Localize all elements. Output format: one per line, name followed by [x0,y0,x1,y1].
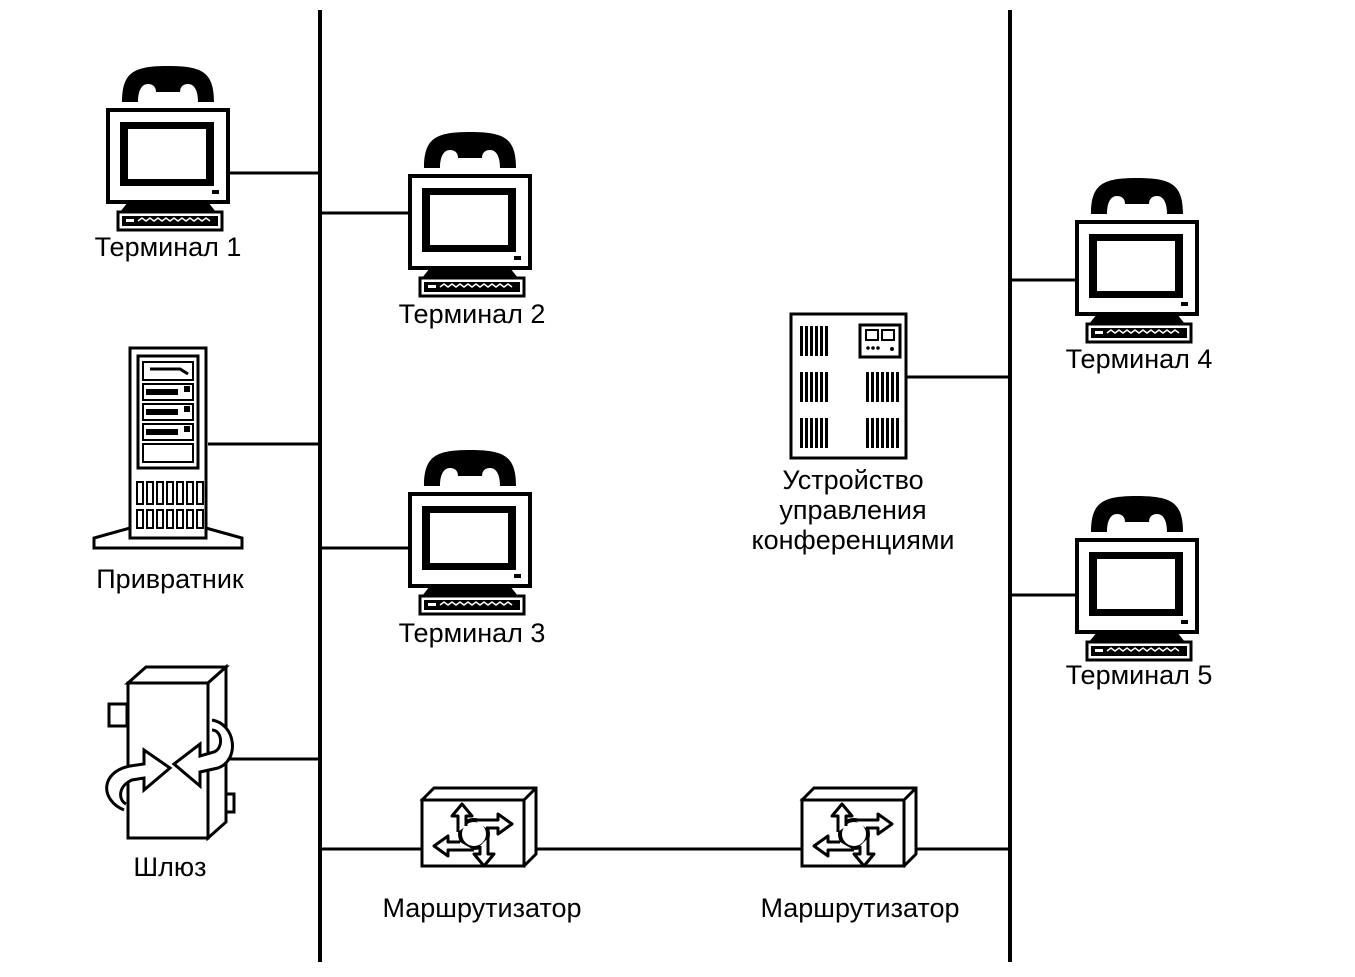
router-2-icon[interactable] [800,786,918,868]
router-2-label: Маршрутизатор [760,893,960,923]
router-1-icon[interactable] [420,786,538,868]
conference-unit-icon[interactable] [789,312,908,460]
terminal-3-label: Терминал 3 [398,618,546,648]
terminal-4-icon[interactable] [1075,176,1199,344]
terminal-1-icon[interactable] [106,64,230,232]
terminal-2-icon[interactable] [408,130,532,298]
gatekeeper-server-icon[interactable] [92,346,244,550]
terminal-4-label: Терминал 4 [1065,344,1213,374]
conference-unit-label-line-3: конференциями [751,525,955,555]
gateway-icon[interactable] [105,663,236,842]
router-1-label: Маршрутизатор [382,893,582,923]
terminal-1-label: Терминал 1 [94,232,242,262]
connections [208,171,1077,851]
terminal-2-label: Терминал 2 [398,299,546,329]
gateway-label: Шлюз [133,852,207,882]
conference-unit-label-line-2: управления [779,495,927,525]
terminal-3-icon[interactable] [408,448,532,616]
terminal-5-label: Терминал 5 [1065,660,1213,690]
gatekeeper-label: Привратник [96,564,244,594]
conference-unit-label-line-1: Устройство [782,465,924,495]
terminal-5-icon[interactable] [1075,494,1199,662]
conference-unit-label: Устройство управления конференциями [751,465,954,555]
